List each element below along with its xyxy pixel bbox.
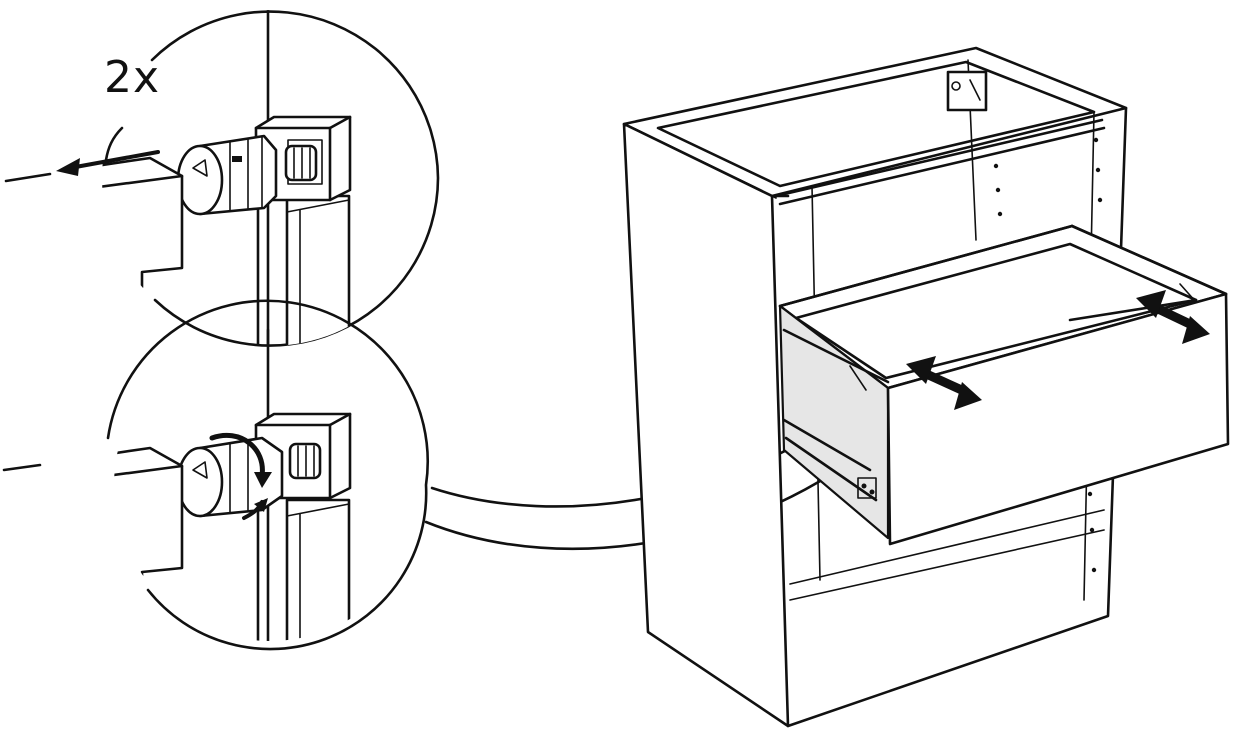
quantity-label: 2x	[104, 52, 161, 103]
label-leader	[104, 126, 124, 162]
leader-line	[4, 172, 52, 183]
drawer-side	[778, 304, 890, 540]
detail-circle-outline	[150, 10, 440, 347]
drawer-front	[886, 292, 1230, 546]
pull-arrow-icon	[56, 150, 160, 176]
detail-circle-outline-bottom	[106, 299, 430, 651]
pull-out-lock-icon	[102, 10, 352, 346]
detail-circle-top	[4, 10, 440, 347]
wall-bracket	[946, 70, 988, 112]
drawer-cabinet-icon	[622, 46, 1230, 728]
rotate-arrow-icon	[209, 432, 272, 520]
adjust-arrow-right-icon	[1136, 290, 1210, 344]
adjust-arrow-left-icon	[906, 356, 982, 410]
rotate-lock-icon	[114, 329, 352, 641]
detail-circle-bottom	[2, 299, 430, 651]
